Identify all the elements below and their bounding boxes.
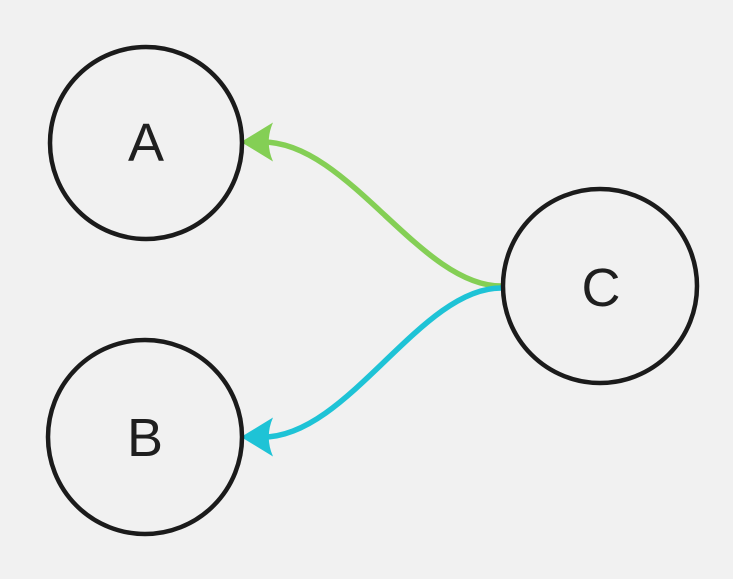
node-a-label: A <box>128 113 164 173</box>
node-c-circle <box>500 186 700 386</box>
node-a-circle <box>47 44 245 242</box>
node-c-label: C <box>582 258 621 318</box>
node-b-label: B <box>127 408 163 468</box>
arrowhead-c-to-b-icon <box>241 417 273 457</box>
node-b-circle <box>45 337 245 537</box>
edge-c-to-a <box>260 139 504 289</box>
arrowhead-c-to-a-icon <box>241 122 273 162</box>
edge-c-to-b <box>260 285 504 440</box>
